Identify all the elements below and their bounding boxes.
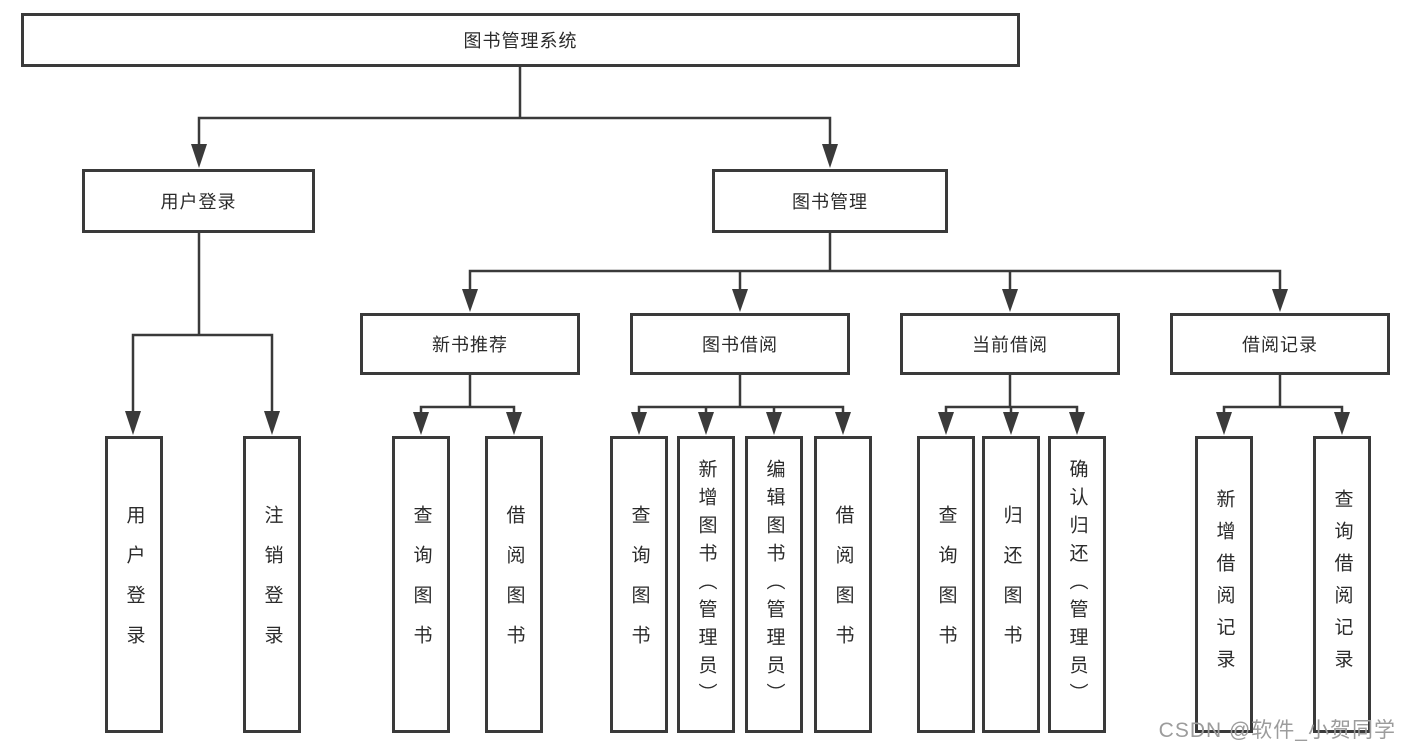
node-book-borrow: 图书借阅	[630, 313, 850, 375]
node-leaf-query-book-3-label: 查询图书	[935, 504, 957, 665]
node-root-label: 图书管理系统	[463, 31, 578, 51]
node-leaf-query-record: 查询借阅记录	[1313, 436, 1371, 733]
csdn-watermark: CSDN @软件_小贺同学	[1158, 719, 1396, 742]
node-new-book-rec: 新书推荐	[360, 313, 580, 375]
node-leaf-user-login-label: 用户登录	[123, 504, 145, 665]
node-leaf-return-book: 归还图书	[982, 436, 1040, 733]
node-leaf-logout-label: 注销登录	[261, 504, 283, 665]
node-leaf-borrow-book-2-label: 借阅图书	[832, 504, 854, 665]
node-leaf-add-record-label: 新增借阅记录	[1213, 488, 1235, 681]
node-leaf-confirm-return-label: 确认归还（管理员）	[1066, 458, 1088, 711]
node-leaf-edit-book-label: 编辑图书（管理员）	[763, 458, 785, 711]
node-borrow-records: 借阅记录	[1170, 313, 1390, 375]
node-borrow-records-label: 借阅记录	[1242, 335, 1318, 355]
node-leaf-edit-book: 编辑图书（管理员）	[745, 436, 803, 733]
node-leaf-borrow-book-2: 借阅图书	[814, 436, 872, 733]
node-leaf-query-book-1: 查询图书	[392, 436, 450, 733]
node-new-book-rec-label: 新书推荐	[432, 335, 508, 355]
node-current-borrow-label: 当前借阅	[972, 335, 1048, 355]
node-book-mgmt-label: 图书管理	[792, 192, 868, 212]
node-leaf-query-book-3: 查询图书	[917, 436, 975, 733]
node-leaf-add-book: 新增图书（管理员）	[677, 436, 735, 733]
node-book-borrow-label: 图书借阅	[702, 335, 778, 355]
node-leaf-confirm-return: 确认归还（管理员）	[1048, 436, 1106, 733]
node-user-login: 用户登录	[82, 169, 315, 233]
node-leaf-user-login: 用户登录	[105, 436, 163, 733]
node-leaf-query-book-2-label: 查询图书	[628, 504, 650, 665]
node-leaf-query-record-label: 查询借阅记录	[1331, 488, 1353, 681]
node-leaf-add-book-label: 新增图书（管理员）	[695, 458, 717, 711]
node-leaf-query-book-2: 查询图书	[610, 436, 668, 733]
arrowheads	[125, 144, 1350, 435]
node-book-mgmt: 图书管理	[712, 169, 948, 233]
node-leaf-logout: 注销登录	[243, 436, 301, 733]
node-root: 图书管理系统	[21, 13, 1020, 67]
node-leaf-query-book-1-label: 查询图书	[410, 504, 432, 665]
node-leaf-borrow-book-1: 借阅图书	[485, 436, 543, 733]
node-leaf-add-record: 新增借阅记录	[1195, 436, 1253, 733]
node-user-login-label: 用户登录	[160, 192, 237, 212]
node-leaf-borrow-book-1-label: 借阅图书	[503, 504, 525, 665]
node-leaf-return-book-label: 归还图书	[1000, 504, 1022, 665]
node-current-borrow: 当前借阅	[900, 313, 1120, 375]
